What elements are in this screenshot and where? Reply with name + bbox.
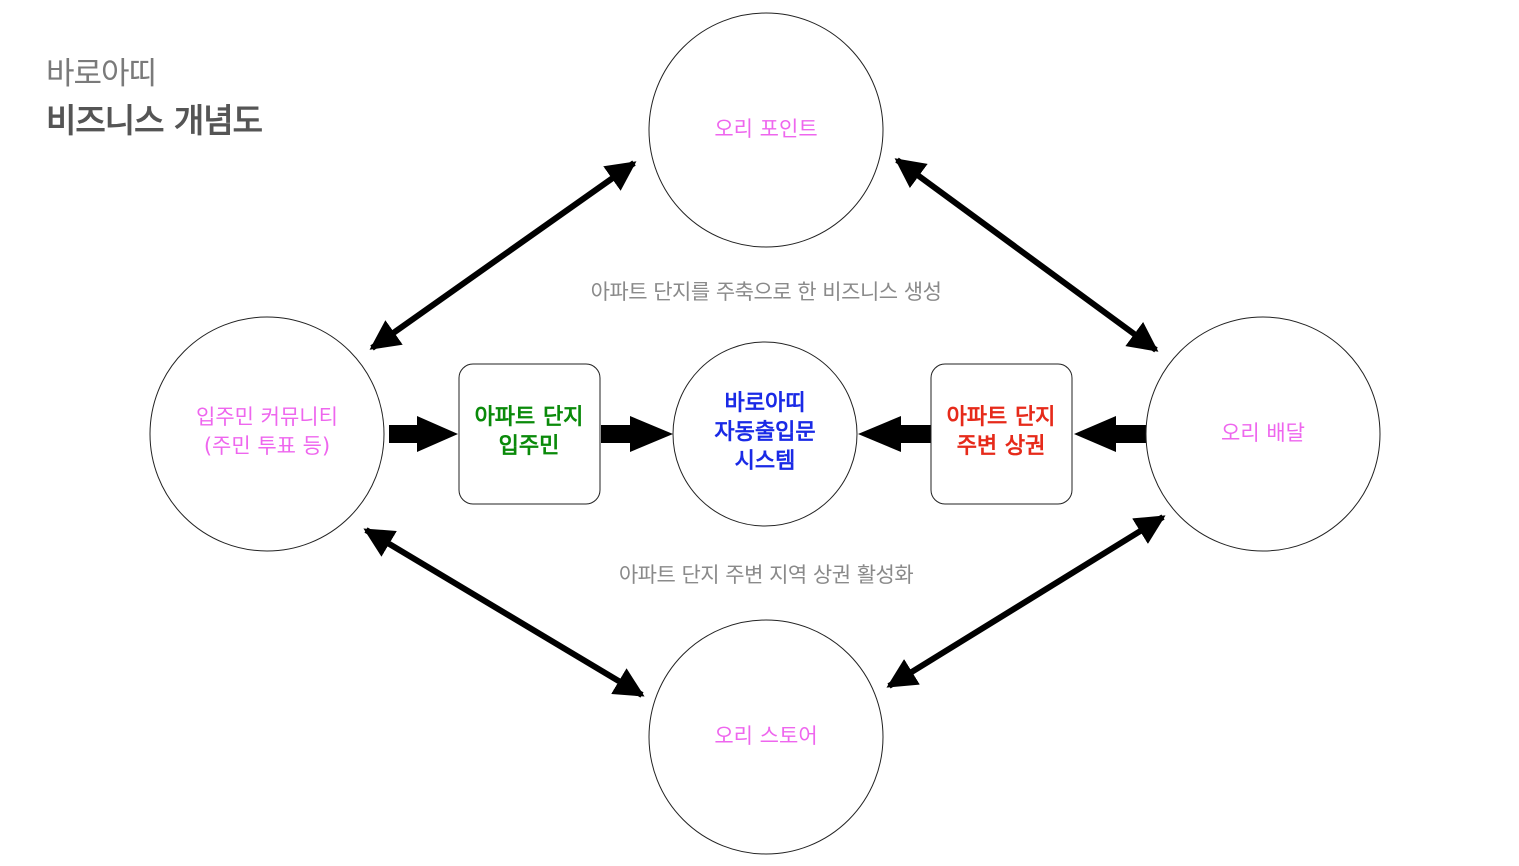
- caption-upper: 아파트 단지를 주축으로 한 비즈니스 생성: [590, 280, 942, 304]
- arrow-bottom-right: [886, 514, 1166, 689]
- node-duck-store: [648, 619, 884, 855]
- label-duck-point: 오리 포인트: [714, 117, 817, 141]
- arrow-left-top: [369, 160, 637, 351]
- arrow-left-bottom: [363, 527, 645, 698]
- diagram-subtitle: 바로아띠: [46, 56, 157, 92]
- label-community-line2: (주민 투표 등): [204, 434, 330, 458]
- arrow-delivery-to-shops: [1074, 416, 1146, 452]
- label-duck-store: 오리 스토어: [714, 724, 817, 748]
- label-system-line2: 자동출입문: [714, 420, 815, 445]
- node-center-system: [672, 341, 858, 527]
- node-shops-box: [930, 363, 1073, 505]
- node-resident-community: [149, 316, 385, 552]
- label-community-line1: 입주민 커뮤니티: [196, 405, 338, 429]
- label-residents-line1: 아파트 단지: [475, 405, 584, 430]
- diagram-title: 비즈니스 개념도: [46, 101, 263, 140]
- label-shops-line2: 주변 상권: [957, 434, 1046, 459]
- arrow-community-to-residents: [389, 416, 458, 452]
- label-system-line1: 바로아띠: [725, 391, 806, 416]
- label-residents-line2: 입주민: [499, 434, 560, 459]
- node-residents-box: [458, 363, 601, 505]
- label-system-line3: 시스템: [735, 449, 796, 474]
- label-shops-line1: 아파트 단지: [947, 405, 1056, 430]
- label-duck-delivery: 오리 배달: [1221, 421, 1305, 445]
- node-duck-point: [648, 12, 884, 248]
- arrow-top-right: [894, 157, 1159, 353]
- arrow-shops-to-system: [858, 416, 931, 452]
- node-duck-delivery: [1145, 316, 1381, 552]
- arrow-residents-to-system: [601, 416, 673, 452]
- caption-lower: 아파트 단지 주변 지역 상권 활성화: [618, 563, 914, 587]
